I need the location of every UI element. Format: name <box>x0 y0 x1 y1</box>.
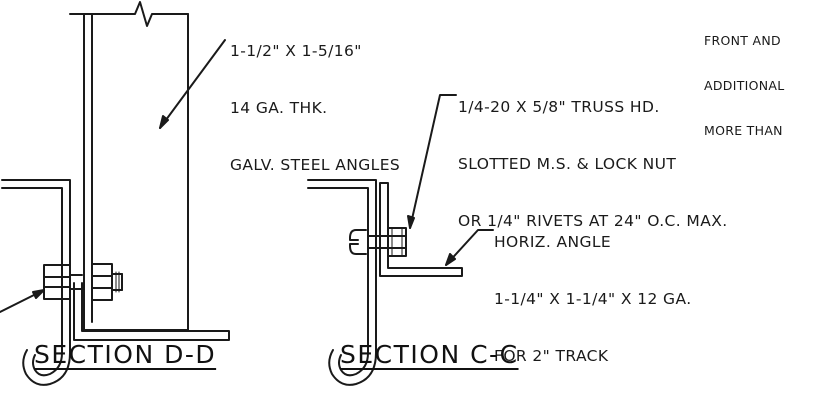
top-right-note-line-3: MORE THAN <box>704 123 783 138</box>
fastener-note-line-1: 1/4-20 X 5/8" TRUSS HD. <box>458 98 660 116</box>
fastener-note-line-2: SLOTTED M.S. & LOCK NUT <box>458 155 677 173</box>
angles-note: 1-1/2" X 1-5/16" 14 GA. THK. GALV. STEEL… <box>230 4 400 213</box>
angles-note-line-1: 1-1/2" X 1-5/16" <box>230 42 362 60</box>
section-d-d-detail <box>0 1 230 386</box>
top-right-note: FRONT AND ADDITIONAL MORE THAN <box>704 3 785 168</box>
horiz-angle-note-line-2: 1-1/4" X 1-1/4" X 12 GA. <box>494 290 692 308</box>
horiz-angle-note-line-1: HORIZ. ANGLE <box>494 233 612 251</box>
angles-note-line-2: 14 GA. THK. <box>230 99 328 117</box>
door-section-hook-c <box>307 179 377 386</box>
angles-note-line-3: GALV. STEEL ANGLES <box>230 156 401 174</box>
top-right-note-line-2: ADDITIONAL <box>704 78 785 93</box>
section-d-d-title: SECTION D-D <box>34 340 217 369</box>
fastener-note: 1/4-20 X 5/8" TRUSS HD. SLOTTED M.S. & L… <box>458 60 728 269</box>
top-right-note-line-1: FRONT AND <box>704 33 781 48</box>
section-c-c-detail <box>307 94 494 386</box>
section-c-c-title: SECTION C-C <box>340 340 519 369</box>
leader-lines-d-d <box>0 39 226 313</box>
steel-angle-left <box>73 282 230 341</box>
leader-lines-c-c <box>407 94 494 266</box>
horiz-angle-note-line-3: FOR 2" TRACK <box>494 347 609 365</box>
fastener-c-c <box>349 227 407 257</box>
door-section-hook <box>1 179 71 386</box>
horizontal-angle <box>379 182 463 277</box>
horiz-angle-note: HORIZ. ANGLE 1-1/4" X 1-1/4" X 12 GA. FO… <box>494 195 692 404</box>
vertical-post <box>69 1 189 331</box>
fastener-note-line-3: OR 1/4" RIVETS AT 24" O.C. MAX. <box>458 212 728 230</box>
bolt-assembly <box>43 263 123 301</box>
